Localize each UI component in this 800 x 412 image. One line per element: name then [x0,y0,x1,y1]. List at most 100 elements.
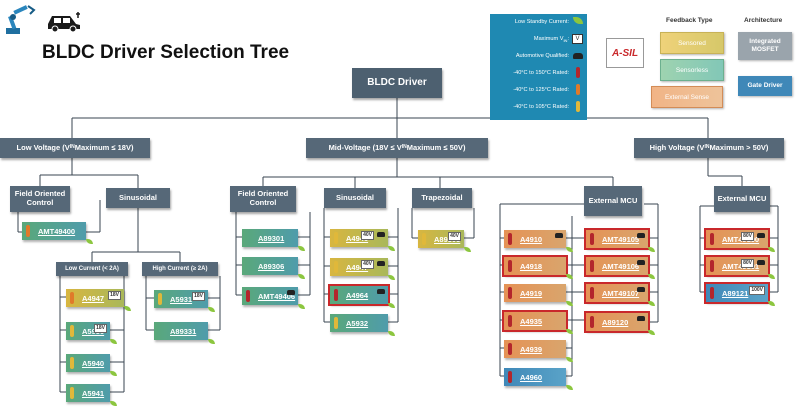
architecture-title: Architecture [744,17,783,24]
part-a4939-label: A4939 [520,344,543,354]
part-a89301[interactable]: A89301 [242,229,305,251]
low-foc-header: Field Oriented Control [10,186,70,212]
leaf-icon [566,274,573,279]
part-a4918[interactable]: A4918 [502,255,573,279]
leaf-icon [566,385,573,390]
mid-external-mcu-header: External MCU [584,186,642,216]
thermometer-red-icon [573,67,583,78]
leaf-icon [768,274,775,279]
feedback-sensored-chip: Sensored [660,32,724,54]
part-amt49105[interactable]: AMT49105 [584,228,655,252]
part-a5940[interactable]: A5940 [66,354,117,376]
part-a89120[interactable]: A89120 [584,311,655,335]
thermometer-orange-icon [573,84,583,95]
part-a5941[interactable]: A5941 [66,384,117,406]
part-a4964[interactable]: A4964 [328,284,395,308]
high-voltage-label-rest: Maximum > 50V) [709,142,769,152]
thermometer-red-icon [590,260,594,272]
voltage-badge-40v: 40V [448,232,461,241]
part-a89331-label: A89331 [170,326,197,336]
mid-trapezoidal-header: Trapezoidal [412,188,472,208]
part-amt49101-label: AMT49101 [722,262,759,271]
part-a89331[interactable]: A89331 [154,322,215,344]
part-a4935[interactable]: A4935 [502,310,573,334]
car-icon [287,290,295,295]
thermometer-yellow-icon [158,293,162,305]
high-voltage-sub: IN [704,144,710,151]
thermometer-yellow-icon [70,325,74,337]
thermometer-red-icon [590,287,594,299]
robot-arm-icon [6,5,36,34]
mid-sinusoidal-header: Sinusoidal [324,188,386,208]
part-a4960-label: A4960 [520,372,543,382]
feedback-external-chip: External Sense [651,86,723,108]
voltage-badge-18v: 18V [94,324,107,333]
asil-logo: A-SIL [606,38,644,68]
low-current-header: Low Current (< 2A) [56,262,128,276]
part-a89301-label: A89301 [258,233,285,243]
thermometer-red-icon [508,343,512,355]
legend-t125: -40°C to 125°C Rated: [513,87,569,93]
mid-voltage-label-rest: Maximum ≤ 50V) [406,142,466,152]
page-title: BLDC Driver Selection Tree [42,42,290,63]
part-a4910[interactable]: A4910 [504,230,573,252]
part-amt49406[interactable]: AMT49406 [242,287,305,309]
part-a4919[interactable]: A4919 [504,284,573,306]
part-a5932[interactable]: A5932 [330,314,395,336]
leaf-icon [648,330,655,335]
leaf-icon [388,303,395,308]
part-amt49107-label: AMT49107 [602,288,640,298]
part-a4964-label: A4964 [346,290,369,300]
part-amt49100-label: AMT49100 [722,235,759,244]
leaf-icon [124,306,131,311]
car-icon [757,233,765,238]
part-a4947-label: A4947 [82,293,105,303]
part-amt49105-label: AMT49105 [602,234,640,244]
part-a4947b-label: A4947 [346,262,369,272]
voltage-badge-80v: 80V [741,232,754,241]
part-a89306-label: A89306 [258,261,285,271]
part-a4946-label: A4946 [346,233,369,243]
low-voltage-sub: IN [69,144,75,151]
high-voltage-label: High Voltage (V [649,142,705,152]
thermometer-orange-icon [70,292,74,304]
part-amt49101[interactable]: AMT4910180V [704,255,775,279]
thermometer-red-icon [710,260,714,272]
thermometer-red-icon [590,233,594,245]
car-icon [555,233,563,238]
thermometer-yellow-icon [334,261,338,273]
part-amt49400-label: AMT49400 [38,226,76,236]
part-a4935-label: A4935 [520,316,543,326]
part-a4918-label: A4918 [520,261,543,271]
thermometer-red-icon [246,290,250,302]
part-a89121-label: A89121 [722,288,749,298]
part-a5931-label: A5931 [170,294,193,304]
part-a4939[interactable]: A4939 [504,340,573,362]
part-a89303[interactable]: A8930340V [418,230,471,252]
thermometer-red-icon [508,371,512,383]
low-voltage-label: Low Voltage (V [16,142,70,152]
voltage-badge-40v: 40V [361,260,374,269]
thermometer-red-icon [508,315,512,327]
part-a4960[interactable]: A4960 [504,368,573,390]
part-amt49107[interactable]: AMT49107 [584,282,655,306]
thermometer-red-icon [710,287,714,299]
part-amt49400[interactable]: AMT49400 [22,222,93,244]
electric-car-icon [48,12,80,32]
part-amt49100[interactable]: AMT4910080V [704,228,775,252]
part-amt49106[interactable]: AMT49106 [584,255,655,279]
voltage-badge-18v: 18V [108,291,121,300]
car-icon [757,260,765,265]
legend-max-vin-colon: : [567,36,569,42]
part-a89306[interactable]: A89306 [242,257,305,279]
thermometer-red-icon [590,316,594,328]
